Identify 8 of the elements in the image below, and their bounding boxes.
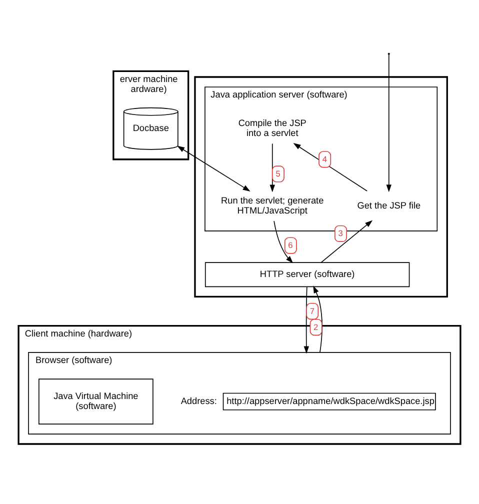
node-text: Run the servlet; generate HTML/JavaScript <box>221 195 324 216</box>
node-text: Get the JSP file <box>357 200 421 210</box>
node-label: Address: <box>180 396 217 406</box>
edge-label: 4 <box>322 154 327 164</box>
node-text: Compile the JSP into a servlet <box>238 118 306 138</box>
edge-label: 6 <box>288 240 293 250</box>
edge-label: 5 <box>276 168 280 178</box>
edge-label: 7 <box>310 306 314 316</box>
